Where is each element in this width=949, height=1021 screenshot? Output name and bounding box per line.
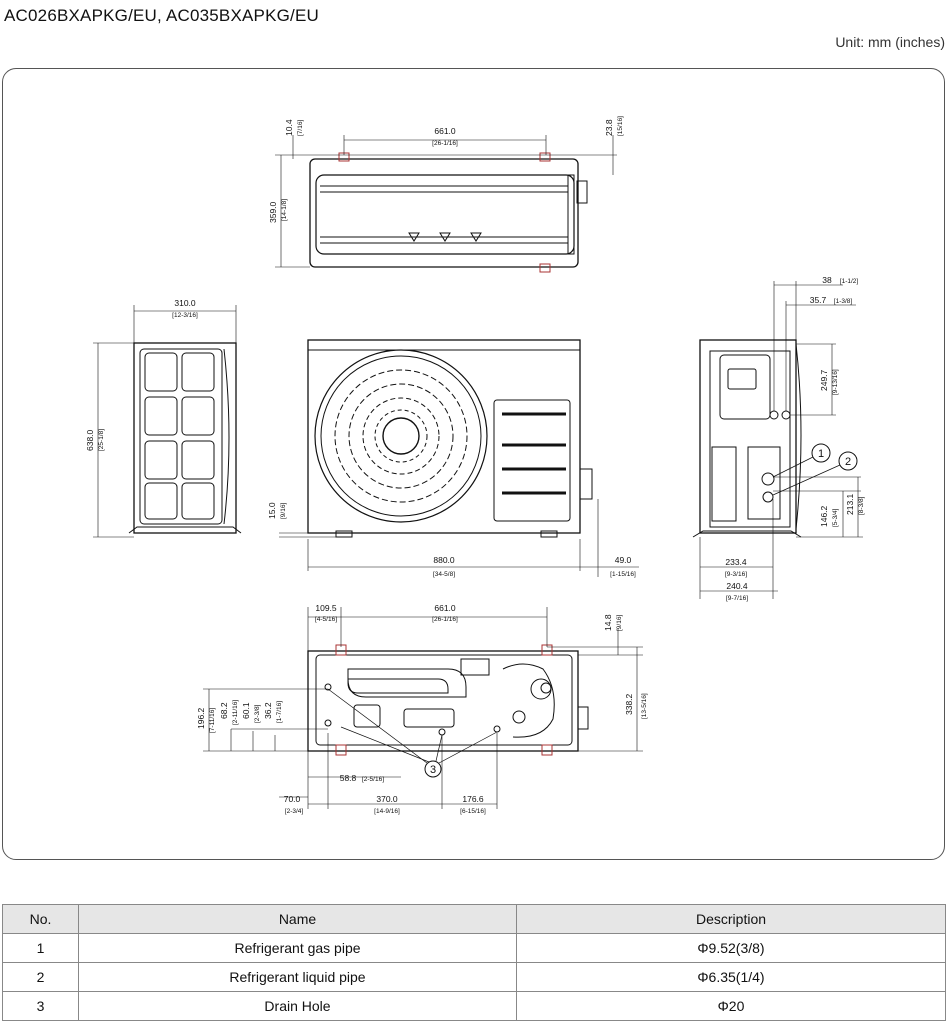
dim-base-1962-in: [7-11/16] (209, 708, 216, 733)
row-name: Refrigerant liquid pipe (78, 962, 517, 992)
callout-3: 3 (430, 764, 436, 776)
dim-base-1095-in: [4-5/16] (315, 616, 337, 623)
unit-label: Unit: mm (inches) (835, 34, 945, 50)
dim-base-588: 58.8 (340, 773, 357, 783)
dim-base-700-in: [2-3/4] (285, 808, 304, 815)
dim-base-601-in: [2-3/8] (254, 704, 261, 723)
dim-top-left-off-in: [7/16] (297, 120, 304, 136)
dim-right-38-in: [1-1/2] (840, 278, 859, 285)
dim-base-682: 68.2 (219, 702, 229, 719)
dim-right-1462-in: [5-3/4] (832, 508, 839, 527)
dim-right-2404: 240.4 (726, 581, 748, 591)
dim-front-foot: 15.0 (267, 502, 277, 519)
dim-base-700: 70.0 (284, 794, 301, 804)
dim-right-38: 38 (822, 275, 832, 285)
header-description: Description (516, 904, 946, 934)
row-no: 3 (2, 991, 79, 1021)
dim-top-width: 661.0 (434, 126, 456, 136)
dim-right-2497: 249.7 (819, 369, 829, 391)
dim-right-357-in: [1-3/8] (834, 298, 853, 305)
dim-side-height: 638.0 (85, 429, 95, 451)
dim-base-148: 14.8 (603, 614, 613, 631)
top-view (275, 135, 617, 273)
dim-base-148-in: [9/16] (616, 615, 623, 631)
dim-base-1766-in: [6-15/16] (460, 808, 486, 815)
dim-base-1766: 176.6 (462, 794, 484, 804)
front-view (279, 339, 639, 577)
dim-top-right-off-in: [15/16] (617, 116, 624, 136)
row-description: Φ20 (516, 991, 946, 1021)
header-no: No. (2, 904, 79, 934)
dim-right-357: 35.7 (810, 295, 827, 305)
dim-right-2497-in: [9-13/16] (832, 369, 839, 395)
dim-right-1462: 146.2 (819, 505, 829, 527)
dim-top-depth-in: [14-1/8] (281, 199, 288, 221)
dim-base-362-in: [1-7/16] (276, 701, 283, 723)
dim-side-width: 310.0 (174, 298, 196, 308)
dim-right-2131: 213.1 (845, 493, 855, 515)
dim-side-width-in: [12-3/16] (172, 312, 198, 319)
dim-front-foot-in: [9/16] (280, 503, 287, 519)
table-row: 2 Refrigerant liquid pipe Φ6.35(1/4) (2, 962, 946, 992)
row-name: Refrigerant gas pipe (78, 933, 517, 963)
dim-top-width-in: [26-1/16] (432, 140, 458, 147)
callout-2: 2 (845, 456, 851, 468)
spec-table: No. Name Description 1 Refrigerant gas p… (2, 904, 946, 1021)
dim-base-3700-in: [14-9/16] (374, 808, 400, 815)
dim-base-661-in: [26-1/16] (432, 616, 458, 623)
row-name: Drain Hole (78, 991, 517, 1021)
dim-base-601: 60.1 (241, 702, 251, 719)
dim-right-2131-in: [8-3/8] (858, 496, 865, 515)
side-view (93, 305, 242, 538)
dim-top-right-off: 23.8 (604, 119, 614, 136)
drawing-panel: 661.0 [26-1/16] 10.4 [7/16] 23.8 [15/16]… (2, 68, 945, 860)
dim-right-2334-in: [9-3/16] (725, 571, 747, 578)
dimension-drawing: 661.0 [26-1/16] 10.4 [7/16] 23.8 [15/16]… (85, 116, 865, 815)
dim-base-362: 36.2 (263, 702, 273, 719)
dim-base-682-in: [2-11/16] (232, 700, 239, 725)
dim-top-left-off: 10.4 (284, 119, 294, 136)
dim-front-width-in: [34-5/8] (433, 571, 455, 578)
dim-right-2334: 233.4 (725, 557, 747, 567)
row-description: Φ9.52(3/8) (516, 933, 946, 963)
dim-base-588-in: [2-5/16] (362, 776, 384, 783)
dim-base-1095: 109.5 (315, 603, 337, 613)
dim-side-height-in: [25-1/8] (98, 429, 105, 451)
row-description: Φ6.35(1/4) (516, 962, 946, 992)
dim-base-3700: 370.0 (376, 794, 398, 804)
dim-right-2404-in: [9-7/16] (726, 595, 748, 602)
dim-base-3382: 338.2 (624, 693, 634, 715)
row-no: 1 (2, 933, 79, 963)
row-no: 2 (2, 962, 79, 992)
right-view (692, 281, 863, 599)
dim-front-width: 880.0 (433, 555, 455, 565)
table-row: 3 Drain Hole Φ20 (2, 991, 946, 1021)
dim-base-661: 661.0 (434, 603, 456, 613)
table-header-row: No. Name Description (2, 904, 946, 934)
header-name: Name (78, 904, 517, 934)
dim-base-1962: 196.2 (196, 707, 206, 729)
base-view (203, 607, 643, 809)
callout-1: 1 (818, 448, 824, 460)
dim-top-depth: 359.0 (268, 201, 278, 223)
page-title: AC026BXAPKG/EU, AC035BXAPKG/EU (4, 6, 319, 25)
dim-front-valve: 49.0 (615, 555, 632, 565)
dim-front-valve-in: [1-15/16] (610, 571, 636, 578)
dim-base-3382-in: [13-5/16] (641, 693, 648, 719)
table-row: 1 Refrigerant gas pipe Φ9.52(3/8) (2, 933, 946, 963)
